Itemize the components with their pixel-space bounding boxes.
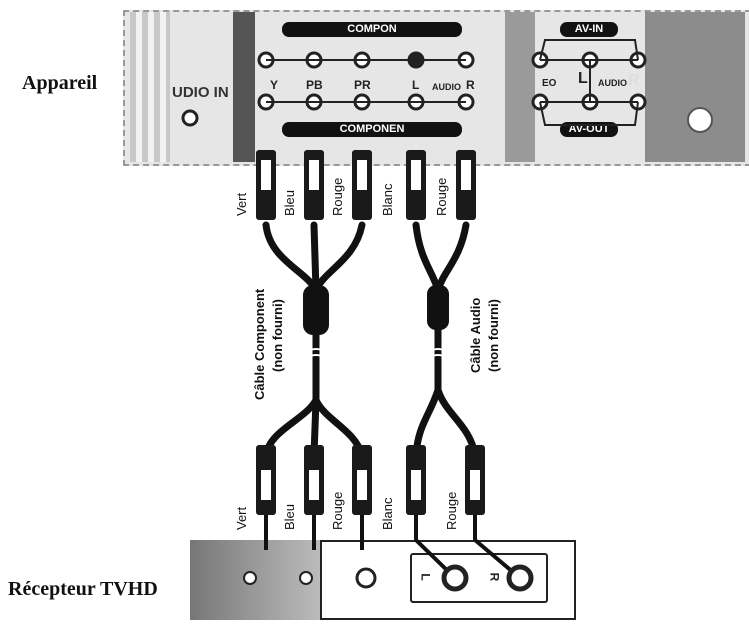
receiver-audio-box [410,553,548,603]
receiver-jack-r[interactable] [506,564,534,592]
audio-cable-label: Câble Audio [468,297,483,373]
receiver-label: Récepteur TVHD [8,578,158,600]
audio-in-label: UDIO IN [172,84,229,101]
component-bottom-banner: COMPONEN [282,122,462,137]
av-video-label: EO [542,78,557,89]
component-cable-label: Câble Component [252,288,267,400]
av-audio-label: AUDIO [598,78,627,88]
device-panel-dark-strip [233,12,255,162]
panel-wires [266,39,639,126]
top-label-blanc: Blanc [380,183,395,216]
av-l-label: L [578,70,588,87]
bottom-label-vert: Vert [234,506,249,530]
bottom-label-blanc: Blanc [380,497,395,530]
audio-cable-note: (non fourni) [486,299,501,372]
av-r-label: R [628,72,640,89]
component-cable-clamp [303,285,329,335]
audio-in-jack[interactable] [181,109,199,127]
receiver-jack-pb[interactable] [299,571,313,585]
av-in-banner: AV-IN [560,22,618,37]
top-label-vert: Vert [234,192,249,216]
bottom-label-bleu: Bleu [282,503,297,530]
jack-y-label: Y [270,78,279,92]
jack-pb-label: PB [306,78,323,92]
jack-l-label: L [412,78,420,92]
s-video-jack[interactable] [687,107,713,133]
component-top-banner: COMPON [282,22,462,37]
bottom-label-rouge: Rouge [330,491,345,530]
top-plug-highlights [261,160,471,190]
component-cable-note: (non fourni) [270,299,285,372]
receiver-jack-y[interactable] [243,571,257,585]
receiver-jack-l[interactable] [441,564,469,592]
device-label: Appareil [22,72,98,94]
cable-break-marks [305,348,449,359]
device-panel-stripes [130,12,170,162]
bottom-label-rouge2: Rouge [444,491,459,530]
jack-audio-label: AUDIO [432,82,461,92]
jack-pr-label: PR [354,78,371,92]
bottom-plug-highlights [261,470,480,500]
cable-lines [262,221,479,459]
top-label-rouge2: Rouge [434,177,449,216]
receiver-jack-pr[interactable] [355,567,377,589]
top-label-rouge: Rouge [330,177,345,216]
audio-cable-clamp [427,285,449,330]
jack-r-label: R [466,78,475,92]
device-panel-right-block [645,12,745,162]
top-label-bleu: Bleu [282,189,297,216]
device-panel-right-divider [505,12,535,162]
receiver-leads [264,515,522,580]
